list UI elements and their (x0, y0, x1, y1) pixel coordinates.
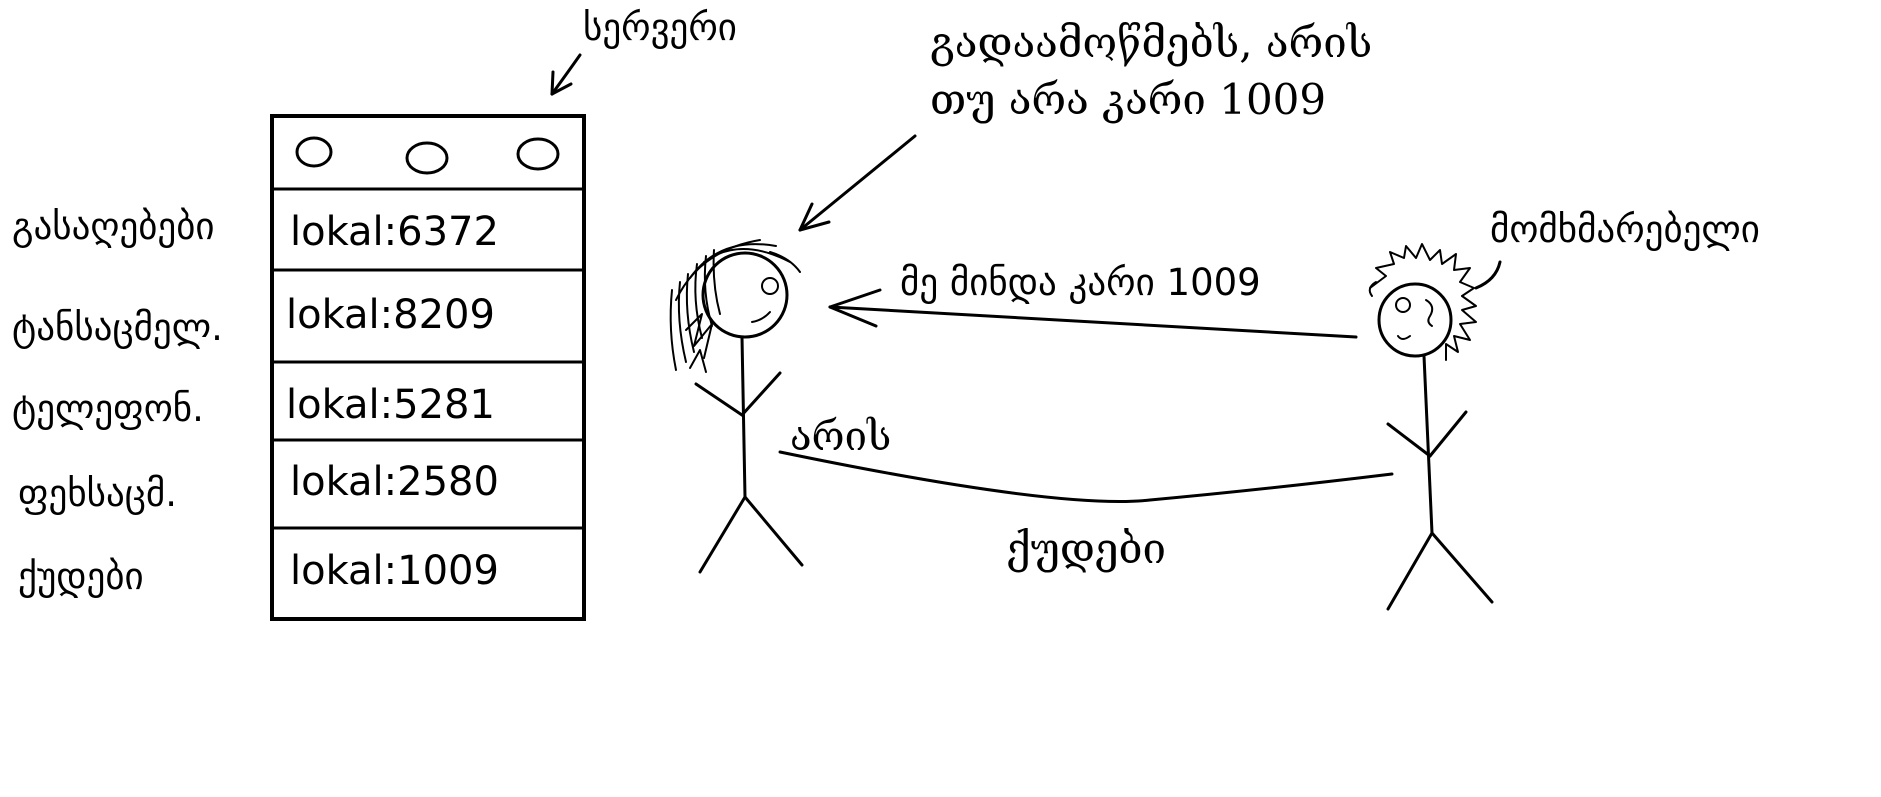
row-address: lokal:1009 (290, 548, 499, 594)
response-label-lower: ქუდები (1006, 524, 1166, 573)
row-address: lokal:6372 (290, 209, 499, 255)
response-line (778, 450, 1394, 503)
row-category: გასაღებები (12, 205, 215, 248)
server-row: ფეხსაცმ. lokal:2580 (18, 459, 499, 515)
row-category: ქუდები (18, 555, 144, 598)
response-label-upper: არის (790, 414, 891, 460)
row-category: ტელეფონ. (12, 387, 204, 430)
row-address: lokal:2580 (290, 459, 499, 505)
server-row: ტელეფონ. lokal:5281 (12, 382, 495, 430)
server-row: ქუდები lokal:1009 (18, 548, 499, 598)
row-address: lokal:5281 (286, 382, 495, 428)
user-figure-hair (1368, 243, 1477, 361)
server-rack (270, 114, 586, 621)
user-figure (1368, 243, 1494, 611)
server-row: გასაღებები lokal:6372 (12, 205, 499, 255)
user-label: მომხმარებელი (1490, 208, 1760, 251)
server-note-line-2: თუ არა კარი 1009 (930, 75, 1326, 124)
server-figure-hair (669, 239, 801, 373)
row-address: lokal:8209 (286, 292, 495, 338)
row-category: ტანსაცმელ. (12, 306, 223, 349)
server-figure (669, 239, 804, 574)
server-note-line-1: გადაამოწმებს, არის (930, 18, 1372, 67)
server-indicator-lights (295, 136, 560, 175)
server-row: ტანსაცმელ. lokal:8209 (12, 292, 495, 349)
request-arrow (828, 288, 1358, 339)
server-label: სერვერი (583, 6, 737, 49)
row-category: ფეხსაცმ. (18, 472, 177, 515)
request-label: მე მინდა კარი 1009 (900, 261, 1261, 304)
server-note-arrow (798, 134, 917, 232)
user-label-pointer (1474, 260, 1502, 290)
server-label-arrow (550, 53, 582, 96)
